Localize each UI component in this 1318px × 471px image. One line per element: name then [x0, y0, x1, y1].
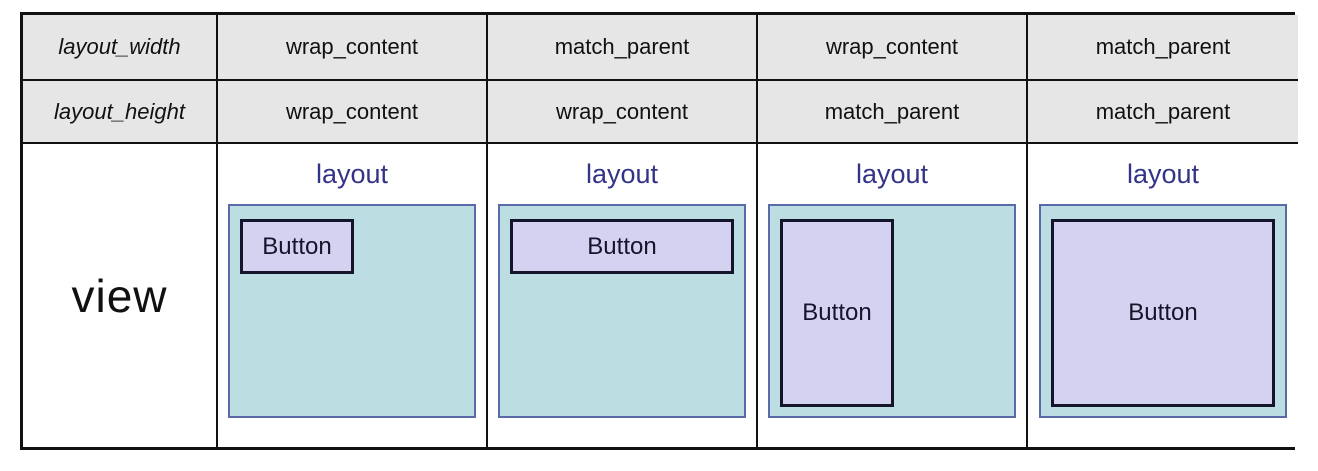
- layout-width-value-4: match_parent: [1028, 15, 1298, 81]
- button-view-match-match: Button: [1051, 219, 1275, 407]
- layout-caption: layout: [855, 158, 929, 189]
- layout-height-value-4: match_parent: [1028, 81, 1298, 144]
- button-view-wrap-wrap: Button: [240, 219, 354, 274]
- layout-caption: layout: [1126, 158, 1200, 189]
- layout-caption: layout: [585, 158, 659, 189]
- layout-container-box: Button: [1039, 204, 1287, 418]
- layout-height-value-1: wrap_content: [218, 81, 488, 144]
- header-cell-layout-height: layout_height: [23, 81, 218, 144]
- button-label: Button: [1128, 299, 1198, 326]
- layout-container-box: Button: [228, 204, 476, 418]
- diagram-wrap-wrap: layout Button: [218, 144, 488, 447]
- layout-width-value-3: wrap_content: [758, 15, 1028, 81]
- diagram-match-wrap: layout Button: [488, 144, 758, 447]
- diagram-wrap-match: layout Button: [758, 144, 1028, 447]
- view-label: view: [71, 269, 168, 322]
- layout-params-table: layout_width wrap_content match_parent w…: [20, 12, 1298, 450]
- diagram-match-match: layout Button: [1028, 144, 1298, 447]
- layout-container-box: Button: [768, 204, 1016, 418]
- button-label: Button: [802, 299, 872, 326]
- layout-caption: layout: [315, 158, 389, 189]
- button-view-wrap-match: Button: [780, 219, 894, 407]
- button-label: Button: [587, 232, 657, 260]
- button-view-match-wrap: Button: [510, 219, 734, 274]
- layout-height-value-2: wrap_content: [488, 81, 758, 144]
- layout-height-value-3: match_parent: [758, 81, 1028, 144]
- layout-height-label: layout_height: [54, 98, 185, 124]
- button-label: Button: [262, 232, 332, 260]
- layout-width-value-1: wrap_content: [218, 15, 488, 81]
- layout-container-box: Button: [498, 204, 746, 418]
- header-cell-layout-width: layout_width: [23, 15, 218, 81]
- layout-width-label: layout_width: [58, 34, 181, 59]
- view-row-label-cell: view: [23, 144, 218, 447]
- layout-width-value-2: match_parent: [488, 15, 758, 81]
